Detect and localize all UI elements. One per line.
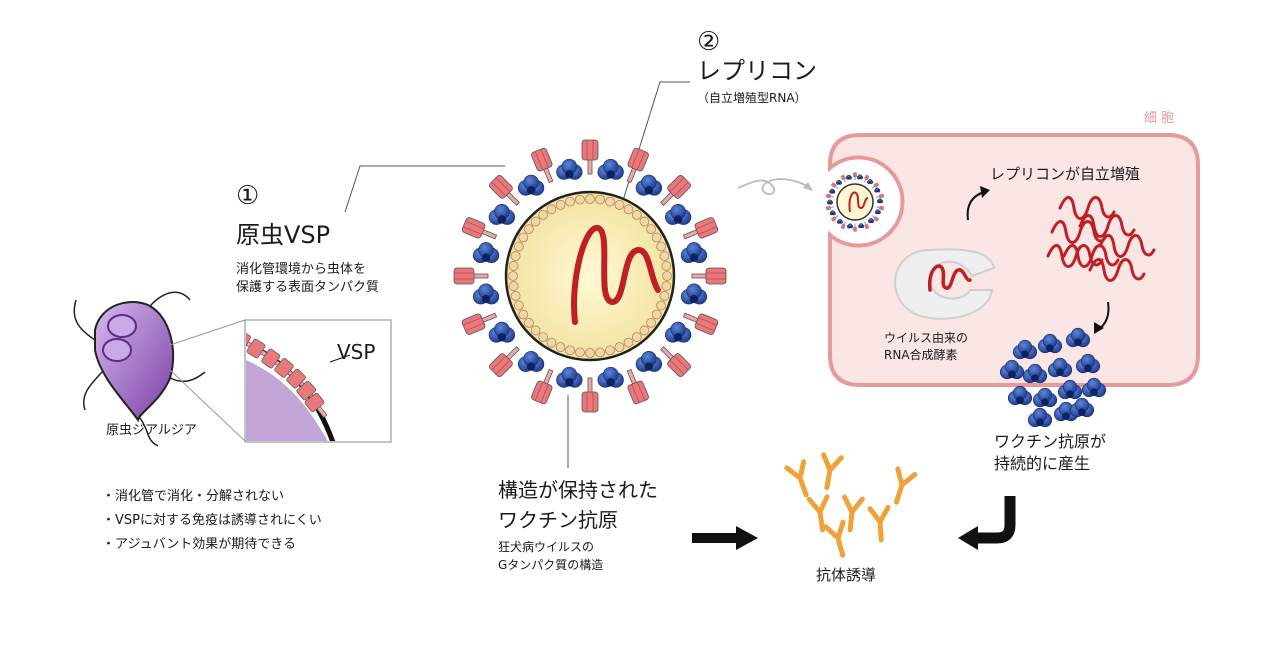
replicate-arrow — [966, 191, 985, 221]
section1-number: ① — [236, 181, 260, 211]
section1-desc-line2: 保護する表面タンパク質 — [236, 280, 380, 295]
antibodies — [784, 452, 918, 558]
arrow-to-antibody — [692, 526, 758, 550]
zoom-lines — [169, 319, 246, 442]
vaccine-title-line1: 構造が保持された — [498, 478, 658, 502]
bullet-3: ・アジュバント効果が期待できる — [102, 537, 296, 552]
section2-title: レプリコン — [697, 57, 817, 85]
vaccine-desc-line2: Gタンパク質の構造 — [498, 558, 604, 572]
replicon-replicate-text: レプリコンが自立増殖 — [990, 165, 1141, 183]
virus-rna — [571, 225, 661, 325]
mini-virus — [825, 172, 885, 232]
vaccine-desc-line1: 狂犬病ウイルスの — [498, 540, 595, 554]
antibody-label: 抗体誘導 — [816, 566, 877, 584]
vsp-zoom-detail — [246, 330, 336, 441]
section2-subtitle: （自立増殖型RNA） — [697, 91, 807, 105]
leader-line-vsp — [344, 165, 505, 213]
virus-membrane-beads — [508, 194, 672, 358]
antigen-protein-cluster — [999, 327, 1107, 428]
virus-spikes — [453, 139, 727, 413]
enzyme-label-line1: ウイルス由来の — [884, 331, 969, 345]
giardia-parasite-illustration — [73, 291, 206, 447]
enzyme-label-line2: RNA合成酵素 — [884, 348, 958, 362]
organism-label: 原虫ジアルジア — [106, 423, 197, 438]
vaccine-title-line2: ワクチン抗原 — [498, 508, 618, 532]
replicating-rna-strands — [1046, 196, 1156, 282]
entry-arrow — [737, 178, 813, 195]
vsp-zoom-pointer — [329, 354, 351, 363]
section1-title: 原虫VSP — [236, 221, 331, 249]
section2-number: ② — [697, 27, 721, 57]
virus-particle — [453, 139, 727, 413]
arrow-from-antigen — [958, 496, 1016, 550]
bullet-1: ・消化管で消化・分解されない — [102, 489, 285, 504]
section1-desc-line1: 消化管環境から虫体を — [236, 262, 367, 277]
rna-synthase-enzyme — [894, 248, 996, 320]
cell-label: 細胞 — [1144, 111, 1179, 126]
entry-arrow-head — [803, 182, 813, 191]
antigen-produced-line1: ワクチン抗原が — [994, 432, 1107, 451]
antigen-produced-line2: 持続的に産生 — [994, 454, 1091, 473]
bullet-2: ・VSPに対する免疫は誘導されにくい — [102, 513, 322, 528]
vsp-zoom-label: VSP — [337, 340, 376, 364]
